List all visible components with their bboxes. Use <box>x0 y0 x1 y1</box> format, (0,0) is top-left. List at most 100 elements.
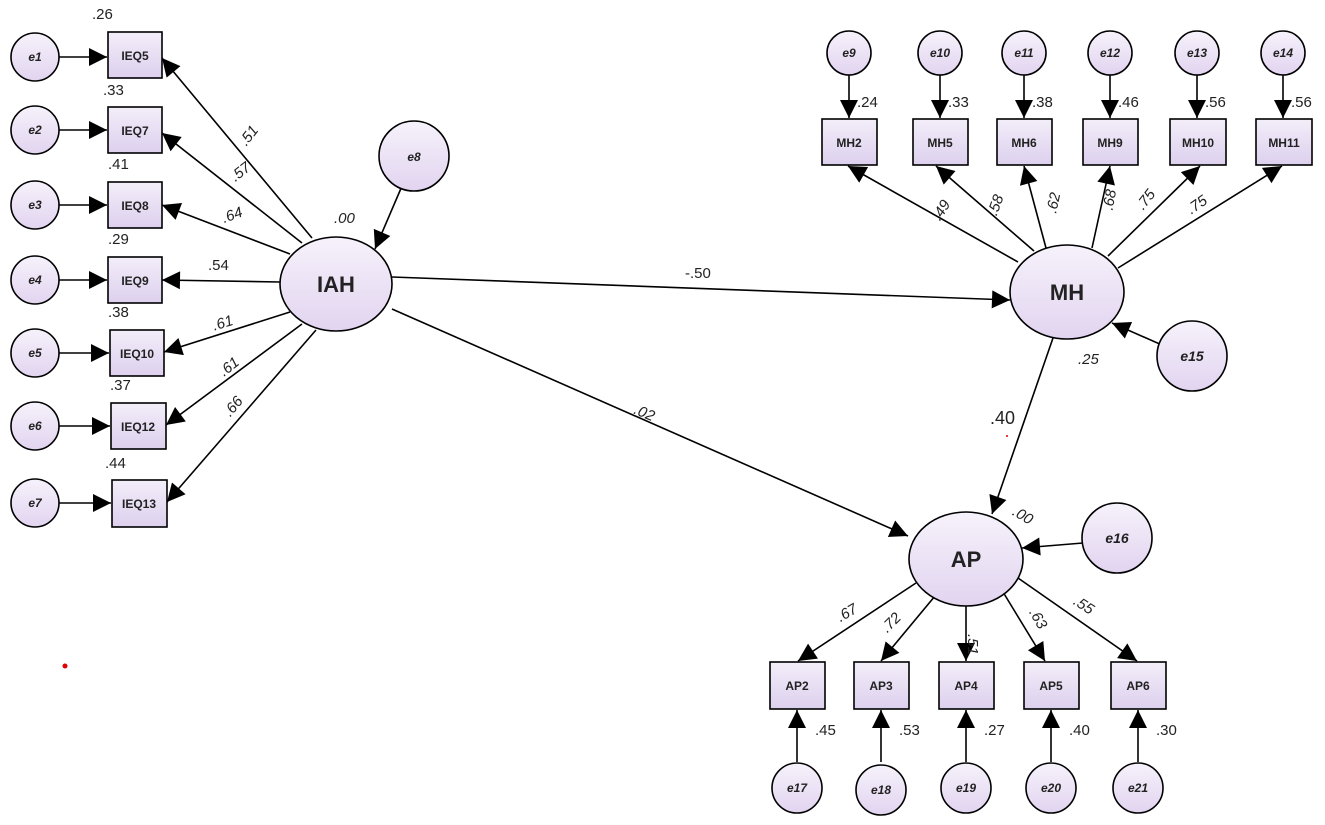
latent-label: MH <box>1050 280 1084 305</box>
ap-error-nodes: e17 e18 e19 e20 e21 <box>771 762 1164 816</box>
indicator-ieq13[interactable]: IEQ13 <box>111 479 168 528</box>
r2-mh6: .38 <box>1032 94 1053 111</box>
path-label-iah-ap: .02 <box>631 401 657 425</box>
edge-ap-ap3 <box>880 595 936 662</box>
indicator-ieq7[interactable]: IEQ7 <box>107 106 163 154</box>
latent-label: AP <box>951 547 982 572</box>
edge-ap-ap2 <box>797 582 917 662</box>
loading-ieq8: .64 <box>220 204 245 227</box>
indicator-label: MH6 <box>1011 136 1037 150</box>
error-node-e1[interactable]: e1 <box>10 32 60 82</box>
loading-ap4: .51 <box>964 634 981 655</box>
indicator-ap3[interactable]: AP3 <box>853 661 910 710</box>
ap-error-edges <box>788 710 1147 762</box>
r2-ap2: .45 <box>815 722 836 739</box>
r2-ieq10: .38 <box>108 304 129 321</box>
r2-ieq9: .29 <box>108 231 129 248</box>
indicator-ieq5[interactable]: IEQ5 <box>107 31 163 79</box>
indicator-mh10[interactable]: MH10 <box>1169 118 1227 166</box>
indicator-mh6[interactable]: MH6 <box>996 118 1053 166</box>
error-node-e2[interactable]: e2 <box>10 105 60 155</box>
indicator-ieq8[interactable]: IEQ8 <box>107 181 163 229</box>
r2-ieq13: .44 <box>105 455 126 472</box>
r2-mh10: .56 <box>1205 94 1226 111</box>
error-node-e15[interactable]: e15 <box>1156 320 1228 392</box>
error-node-e12[interactable]: e12 <box>1087 30 1133 76</box>
loading-ieq5: .51 <box>236 122 262 149</box>
error-label: e19 <box>956 781 976 795</box>
indicator-label: AP5 <box>1039 679 1063 693</box>
indicator-ieq12[interactable]: IEQ12 <box>110 402 167 450</box>
indicator-ap4[interactable]: AP4 <box>938 661 995 710</box>
edge-iah-ieq8 <box>161 203 291 255</box>
edge-iah-ieq9 <box>161 271 281 290</box>
error-label: e21 <box>1128 781 1148 795</box>
error-node-e9[interactable]: e9 <box>826 30 872 76</box>
error-node-e8[interactable]: e8 <box>378 120 450 192</box>
error-node-e7[interactable]: e7 <box>10 478 60 528</box>
error-node-e21[interactable]: e21 <box>1112 762 1164 814</box>
mh-indicators: MH2 MH5 MH6 MH9 MH10 MH11 <box>821 118 1313 166</box>
edge-mh-mh9 <box>1091 165 1115 249</box>
latent-ap[interactable]: AP <box>908 511 1024 607</box>
loading-ieq9: .54 <box>208 257 229 274</box>
indicator-mh9[interactable]: MH9 <box>1082 118 1139 166</box>
indicator-ieq9[interactable]: IEQ9 <box>107 256 163 304</box>
error-label: e12 <box>1100 46 1120 60</box>
error-node-e10[interactable]: e10 <box>917 30 963 76</box>
indicator-mh5[interactable]: MH5 <box>912 118 969 166</box>
edge-iah-ieq5 <box>161 57 313 239</box>
r2-mh2: .24 <box>857 94 878 111</box>
iah-loading-edges <box>161 57 317 503</box>
error-node-e3[interactable]: e3 <box>10 180 60 230</box>
mh-loading-labels: .49 .58 .62 .68 .75 .75 <box>929 186 1211 224</box>
loading-mh5: .58 <box>984 192 1007 218</box>
error-node-e20[interactable]: e20 <box>1025 762 1077 814</box>
ieq-indicators: IEQ5 IEQ7 IEQ8 IEQ9 IEQ10 IEQ12 IEQ13 <box>107 31 168 528</box>
r2-ap5: .40 <box>1069 722 1090 739</box>
indicator-label: IEQ10 <box>120 347 154 361</box>
stray-red-dot <box>62 663 68 669</box>
error-label: e4 <box>28 273 42 287</box>
error-node-e16[interactable]: e16 <box>1081 502 1153 574</box>
error-node-e11[interactable]: e11 <box>1001 30 1047 76</box>
error-node-e17[interactable]: e17 <box>771 762 823 814</box>
mh-error-edges <box>840 75 1292 118</box>
r2-ap3: .53 <box>899 722 920 739</box>
error-node-e13[interactable]: e13 <box>1174 30 1220 76</box>
edge-e15-mh <box>1111 322 1163 346</box>
latent-iah[interactable]: IAH <box>279 236 393 332</box>
latent-mh[interactable]: MH <box>1009 244 1125 340</box>
indicator-label: MH5 <box>927 136 953 150</box>
r2-mh9: .46 <box>1118 94 1139 111</box>
path-label-iah-mh: -.50 <box>685 265 711 282</box>
indicator-ieq10[interactable]: IEQ10 <box>109 329 165 377</box>
indicator-ap6[interactable]: AP6 <box>1110 661 1167 710</box>
error-label: e15 <box>1180 348 1204 364</box>
indicator-mh2[interactable]: MH2 <box>821 118 878 166</box>
indicator-label: AP2 <box>785 679 809 693</box>
loading-mh9: .68 <box>1100 187 1120 211</box>
error-node-e5[interactable]: e5 <box>10 328 60 378</box>
indicator-label: MH11 <box>1268 136 1300 150</box>
indicator-ap2[interactable]: AP2 <box>769 661 826 710</box>
indicator-label: MH9 <box>1097 136 1123 150</box>
edge-iah-ieq13 <box>166 329 317 503</box>
error-label: e9 <box>842 46 856 60</box>
error-node-e14[interactable]: e14 <box>1260 30 1306 76</box>
error-node-e18[interactable]: e18 <box>855 764 907 816</box>
mh-loading-edges <box>847 165 1283 269</box>
error-label: e11 <box>1014 46 1033 60</box>
indicator-mh11[interactable]: MH11 <box>1255 118 1313 166</box>
loading-ieq10: .61 <box>210 312 235 334</box>
error-node-e4[interactable]: e4 <box>10 255 60 305</box>
loading-ieq13: .66 <box>220 393 247 420</box>
error-node-e19[interactable]: e19 <box>940 762 992 814</box>
error-node-e6[interactable]: e6 <box>10 401 60 451</box>
indicator-label: MH2 <box>836 136 862 150</box>
edge-mh-mh6 <box>1019 165 1047 249</box>
indicator-ap5[interactable]: AP5 <box>1023 661 1080 710</box>
error-label: e17 <box>787 781 808 795</box>
edge-e16-ap <box>1021 537 1084 556</box>
